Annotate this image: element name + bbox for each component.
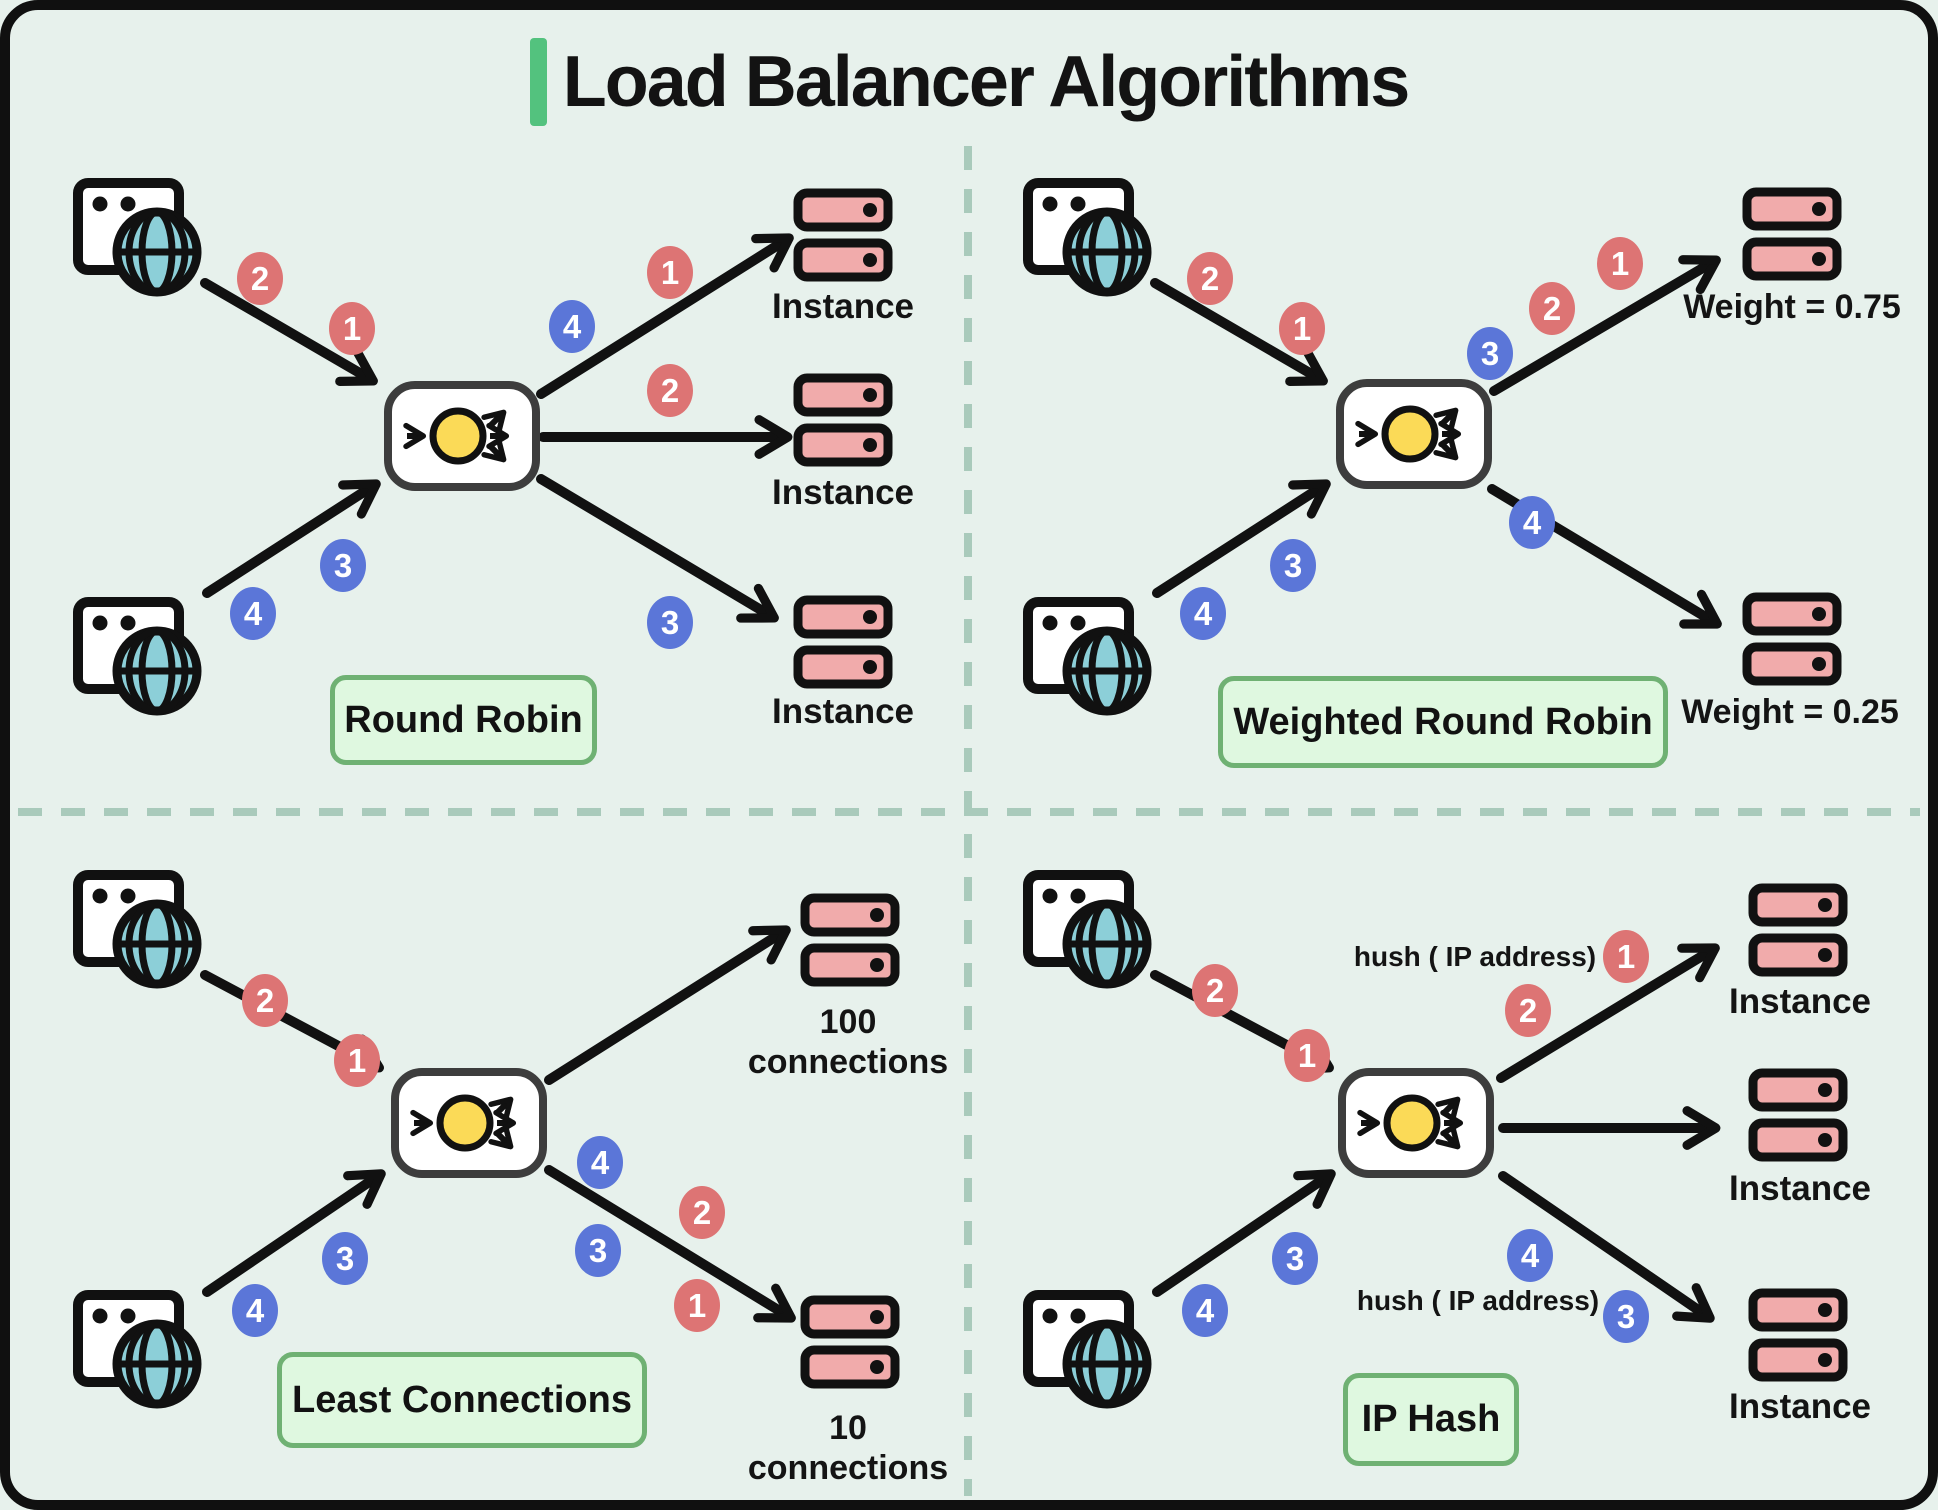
browser-globe-icon (78, 602, 197, 711)
flow-arrow (544, 925, 791, 1085)
request-badge: 1 (1597, 237, 1643, 290)
flow-arrow (1489, 255, 1721, 396)
algorithm-label-ip-hash: IP Hash (1343, 1373, 1519, 1466)
request-badge: 2 (1187, 252, 1233, 305)
browser-globe-icon (1028, 183, 1147, 292)
request-badge: 1 (674, 1279, 720, 1332)
server-stack-icon (798, 378, 888, 462)
connections-unit: connections (747, 1449, 949, 1487)
algorithm-label-weighted-round-robin: Weighted Round Robin (1218, 676, 1668, 768)
request-badge: 4 (549, 300, 595, 353)
browser-globe-icon (78, 1295, 197, 1404)
load-balancer-icon (1342, 1072, 1490, 1174)
hash-note: hush ( IP address) (1356, 1285, 1600, 1316)
page-title: Load Balancer Algorithms (562, 42, 1410, 122)
weight-label: Weight = 0.25 (1681, 693, 1899, 731)
flow-arrow (536, 474, 779, 623)
request-badge: 1 (1284, 1029, 1330, 1082)
flow-arrow (202, 1169, 386, 1297)
connections-label: 10 connections (748, 1408, 948, 1488)
title-accent-bar (529, 38, 547, 126)
flow-arrow (1498, 1171, 1715, 1323)
request-badge: 4 (1180, 587, 1226, 640)
request-badge: 1 (334, 1034, 380, 1087)
request-badge: 2 (1529, 282, 1575, 335)
request-badge: 3 (647, 596, 693, 649)
flow-arrow (536, 233, 794, 399)
flow-arrow (202, 479, 381, 598)
server-stack-icon (1753, 888, 1843, 972)
flow-arrow (1150, 278, 1328, 386)
instance-label: Instance (1729, 1387, 1871, 1426)
hash-note: hush ( IP address) (1353, 941, 1597, 972)
browser-globe-icon (78, 875, 197, 984)
instance-label: Instance (1729, 1169, 1871, 1208)
server-stack-icon (1753, 1073, 1843, 1157)
instance-label: Instance (1729, 982, 1871, 1021)
flow-arrow (1152, 479, 1331, 598)
request-badge: 1 (1603, 930, 1649, 983)
request-badge: 4 (1507, 1229, 1553, 1282)
browser-globe-icon (78, 183, 197, 292)
request-badge: 4 (1509, 496, 1555, 549)
request-badge: 3 (1603, 1290, 1649, 1343)
request-badge: 1 (647, 246, 693, 299)
browser-globe-icon (1028, 1295, 1147, 1404)
server-stack-icon (805, 898, 895, 982)
request-badge: 4 (1182, 1284, 1228, 1337)
request-badge: 3 (320, 539, 366, 592)
request-badge: 4 (577, 1136, 623, 1189)
request-badge: 4 (230, 587, 276, 640)
request-badge: 2 (237, 252, 283, 305)
server-stack-icon (1753, 1293, 1843, 1377)
server-stack-icon (798, 600, 888, 684)
server-stack-icon (1747, 192, 1837, 276)
request-badge: 4 (232, 1284, 278, 1337)
instance-label: Instance (772, 287, 914, 326)
request-badge: 2 (679, 1186, 725, 1239)
browser-globe-icon (1028, 875, 1147, 984)
browser-globe-icon (1028, 602, 1147, 711)
request-badge: 3 (322, 1232, 368, 1285)
connections-count: 10 (829, 1409, 867, 1447)
server-stack-icon (1747, 597, 1837, 681)
request-badge: 1 (329, 302, 375, 355)
server-stack-icon (805, 1300, 895, 1384)
request-badge: 2 (1192, 964, 1238, 1017)
server-stack-icon (798, 193, 888, 277)
request-badge: 3 (575, 1224, 621, 1277)
flow-arrow (544, 1165, 796, 1323)
instance-label: Instance (772, 692, 914, 731)
flow-arrow (1496, 943, 1720, 1083)
request-badge: 3 (1467, 327, 1513, 380)
load-balancer-icon (1340, 383, 1488, 485)
request-badge: 3 (1272, 1232, 1318, 1285)
algorithm-label-least-connections: Least Connections (277, 1352, 647, 1448)
connections-count: 100 (819, 1003, 877, 1041)
title-bar: Load Balancer Algorithms (0, 38, 1938, 126)
weight-label: Weight = 0.75 (1683, 288, 1901, 326)
request-badge: 2 (242, 974, 288, 1027)
request-badge: 2 (647, 364, 693, 417)
instance-label: Instance (772, 473, 914, 512)
algorithm-label-round-robin: Round Robin (330, 675, 597, 765)
request-badge: 2 (1505, 984, 1551, 1037)
connections-unit: connections (747, 1043, 949, 1081)
flow-arrow (200, 278, 378, 386)
connections-label: 100 connections (748, 1002, 948, 1082)
request-badge: 3 (1270, 539, 1316, 592)
load-balancer-icon (395, 1072, 543, 1174)
request-badge: 1 (1279, 302, 1325, 355)
flow-arrow (1152, 1169, 1336, 1297)
load-balancer-icon (388, 385, 536, 487)
